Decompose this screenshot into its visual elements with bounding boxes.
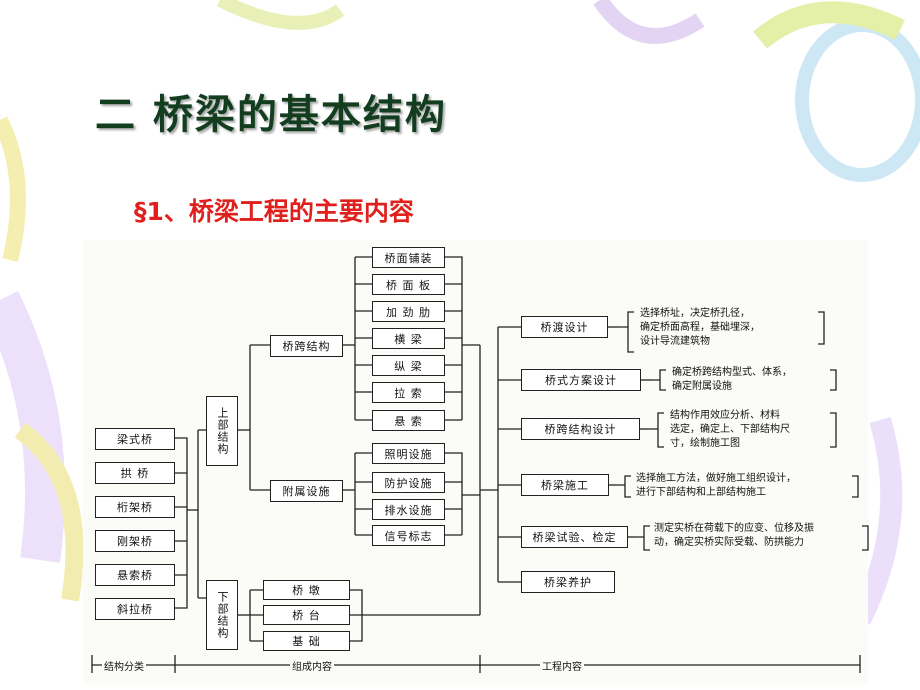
upper-structure-box: 上部结构 <box>206 396 238 466</box>
span-item-box: 横 梁 <box>372 328 445 349</box>
section-subtitle: §1、桥梁工程的主要内容 <box>134 197 414 226</box>
work-description: 选择桥址，决定桥孔径， 确定桥面高程，基础埋深， 设计导流建筑物 <box>640 308 760 347</box>
bridge-type-box: 拱 桥 <box>95 462 175 484</box>
bridge-type-box: 斜拉桥 <box>95 598 175 620</box>
page-title: 二 桥梁的基本结构 <box>95 92 447 138</box>
work-item-box: 桥梁养护 <box>521 571 615 593</box>
aux-item-box: 信号标志 <box>372 525 445 546</box>
lower-structure-box: 下部结构 <box>206 580 238 650</box>
bridge-type-box: 刚架桥 <box>95 530 175 552</box>
auxiliary-facility-box: 附属设施 <box>270 480 343 502</box>
bridge-type-box: 桁架桥 <box>95 496 175 518</box>
axis-label-composition: 组成内容 <box>290 658 334 673</box>
bridge-type-box: 悬索桥 <box>95 564 175 586</box>
lower-item-box: 桥 墩 <box>263 580 350 600</box>
work-item-box: 桥式方案设计 <box>521 369 641 391</box>
work-description: 结构作用效应分析、材料 选定，确定上、下部结构尺 寸，绘制施工图 <box>670 410 790 449</box>
lower-item-box: 基 础 <box>263 631 350 651</box>
span-item-box: 加 劲 肋 <box>372 301 445 322</box>
span-item-box: 拉 索 <box>372 382 445 403</box>
aux-item-box: 防护设施 <box>372 472 445 493</box>
bridge-type-box: 梁式桥 <box>95 428 175 450</box>
span-item-box: 纵 梁 <box>372 355 445 376</box>
aux-item-box: 照明设施 <box>372 443 445 464</box>
span-item-box: 桥面铺装 <box>372 247 445 268</box>
span-item-box: 桥 面 板 <box>372 274 445 295</box>
work-item-box: 桥渡设计 <box>521 316 608 338</box>
work-item-box: 桥梁施工 <box>521 474 609 496</box>
aux-item-box: 排水设施 <box>372 499 445 520</box>
work-item-box: 桥梁试验、检定 <box>521 526 628 548</box>
work-description: 测定实桥在荷载下的应变、位移及振 动，确定实桥实际受载、防拱能力 <box>654 523 814 548</box>
work-description: 确定桥跨结构型式、体系， 确定附属设施 <box>672 367 792 392</box>
axis-label-classification: 结构分类 <box>102 658 146 673</box>
work-description: 选择施工方法，做好施工组织设计， 进行下部结构和上部结构施工 <box>636 473 796 498</box>
work-item-box: 桥跨结构设计 <box>521 418 640 440</box>
lower-item-box: 桥 台 <box>263 605 350 625</box>
span-structure-box: 桥跨结构 <box>270 335 343 357</box>
span-item-box: 悬 索 <box>372 410 445 431</box>
axis-label-engineering: 工程内容 <box>540 658 584 673</box>
